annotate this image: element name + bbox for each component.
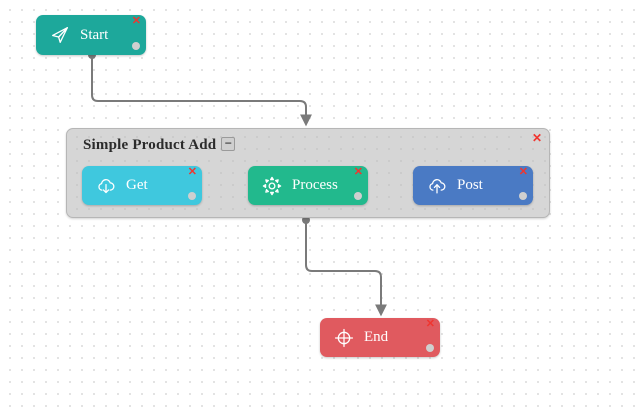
node-label: Get — [126, 177, 148, 193]
node-output-port[interactable] — [354, 192, 362, 200]
paper-plane-icon — [52, 27, 68, 43]
node-output-port[interactable] — [188, 192, 196, 200]
node-label: Start — [80, 26, 109, 43]
group-collapse-toggle[interactable]: − — [221, 137, 236, 151]
edge-group-to-end[interactable] — [305, 221, 387, 317]
cloud-download-icon — [98, 178, 115, 193]
edge-start-to-group[interactable] — [91, 56, 312, 127]
node-close-icon[interactable]: ✕ — [518, 166, 528, 178]
crosshair-icon — [334, 328, 354, 347]
group-title-text: Simple Product Add — [83, 137, 217, 153]
gear-icon — [262, 176, 282, 195]
node-get[interactable]: Get ✕ — [82, 166, 202, 205]
node-process[interactable]: Process ✕ — [248, 166, 368, 205]
node-close-icon[interactable]: ✕ — [425, 318, 435, 330]
node-label: Post — [457, 177, 483, 193]
node-end[interactable]: End ✕ — [320, 318, 440, 357]
node-label: End — [364, 329, 389, 345]
node-close-icon[interactable]: ✕ — [131, 15, 141, 27]
cloud-upload-icon — [429, 178, 446, 194]
node-close-icon[interactable]: ✕ — [353, 166, 363, 178]
node-close-icon[interactable]: ✕ — [187, 166, 197, 178]
node-output-port[interactable] — [426, 344, 434, 352]
node-post[interactable]: Post ✕ — [413, 166, 533, 205]
group-title: Simple Product Add− — [83, 137, 236, 154]
node-label: Process — [292, 177, 338, 193]
node-output-port[interactable] — [519, 192, 527, 200]
group-close-icon[interactable]: ✕ — [531, 131, 542, 145]
node-start[interactable]: Start ✕ — [36, 15, 146, 55]
node-output-port[interactable] — [132, 42, 140, 50]
